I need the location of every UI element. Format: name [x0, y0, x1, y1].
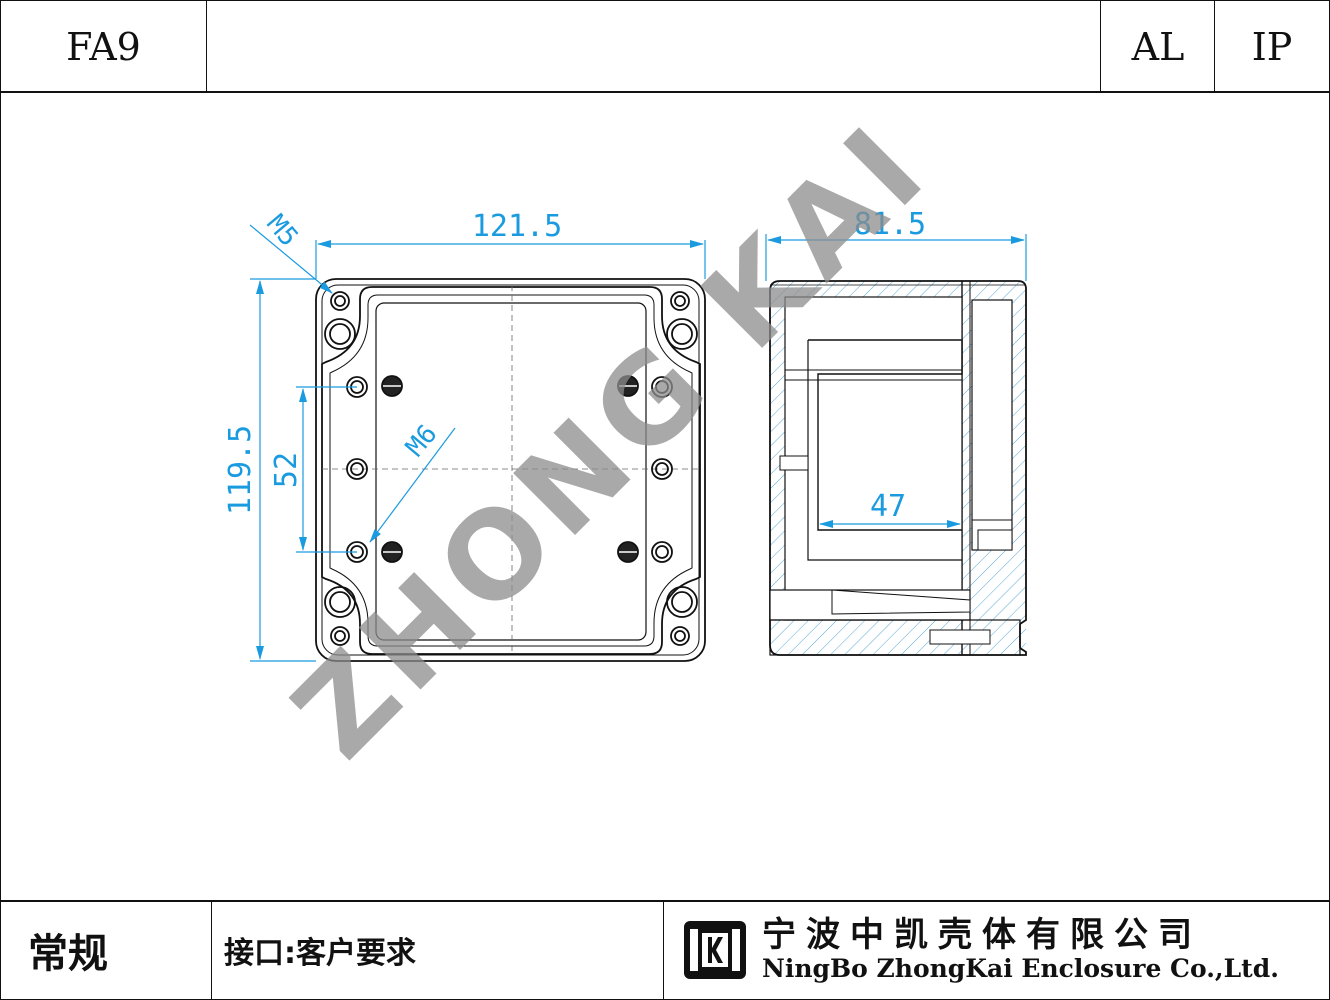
side-holes: [346, 376, 673, 563]
front-outer-outline: [315, 278, 706, 662]
front-cavity: [375, 302, 647, 641]
spacing-dimension-label: 52: [269, 452, 304, 488]
height-dimension-label: 119.5: [223, 425, 258, 515]
interface-note: 接口:客户要求: [224, 936, 416, 971]
m5-leader: [249, 224, 333, 294]
company-name-en: NingBo ZhongKai Enclosure Co.,Ltd.: [762, 954, 1279, 984]
inner-dimension-label: 47: [870, 489, 906, 524]
side-cavity: [784, 296, 963, 621]
interface-cell: 接口:客户要求: [212, 900, 664, 1000]
model-code-cell: FA9: [0, 0, 207, 93]
depth-dimension-label: 81.5: [854, 207, 926, 242]
material-cell: AL: [1100, 0, 1216, 93]
gasket-groove-inner: [329, 294, 693, 647]
corner-holes: [324, 291, 698, 646]
front-view: [315, 278, 706, 662]
protection-code: IP: [1251, 24, 1293, 69]
width-dimension-label: 121.5: [472, 209, 562, 244]
header-rule: [0, 91, 1330, 93]
category-cell: 常规: [0, 900, 212, 1000]
category-label: 常规: [28, 931, 108, 977]
front-dimensions: [249, 224, 706, 662]
company-logo: [684, 921, 746, 979]
m6-thread-label: M6: [400, 419, 443, 462]
material-code: AL: [1131, 24, 1185, 69]
company-cell: 宁波中凯壳体有限公司 NingBo ZhongKai Enclosure Co.…: [664, 900, 1330, 1000]
company-name-cn: 宁波中凯壳体有限公司: [762, 915, 1202, 956]
model-code: FA9: [66, 24, 141, 69]
m6-leader: [369, 427, 456, 543]
side-view: 81.5 47: [765, 207, 1027, 656]
footer-rule: [0, 900, 1330, 902]
protection-cell: IP: [1214, 0, 1330, 93]
m5-thread-label: M5: [261, 209, 304, 252]
